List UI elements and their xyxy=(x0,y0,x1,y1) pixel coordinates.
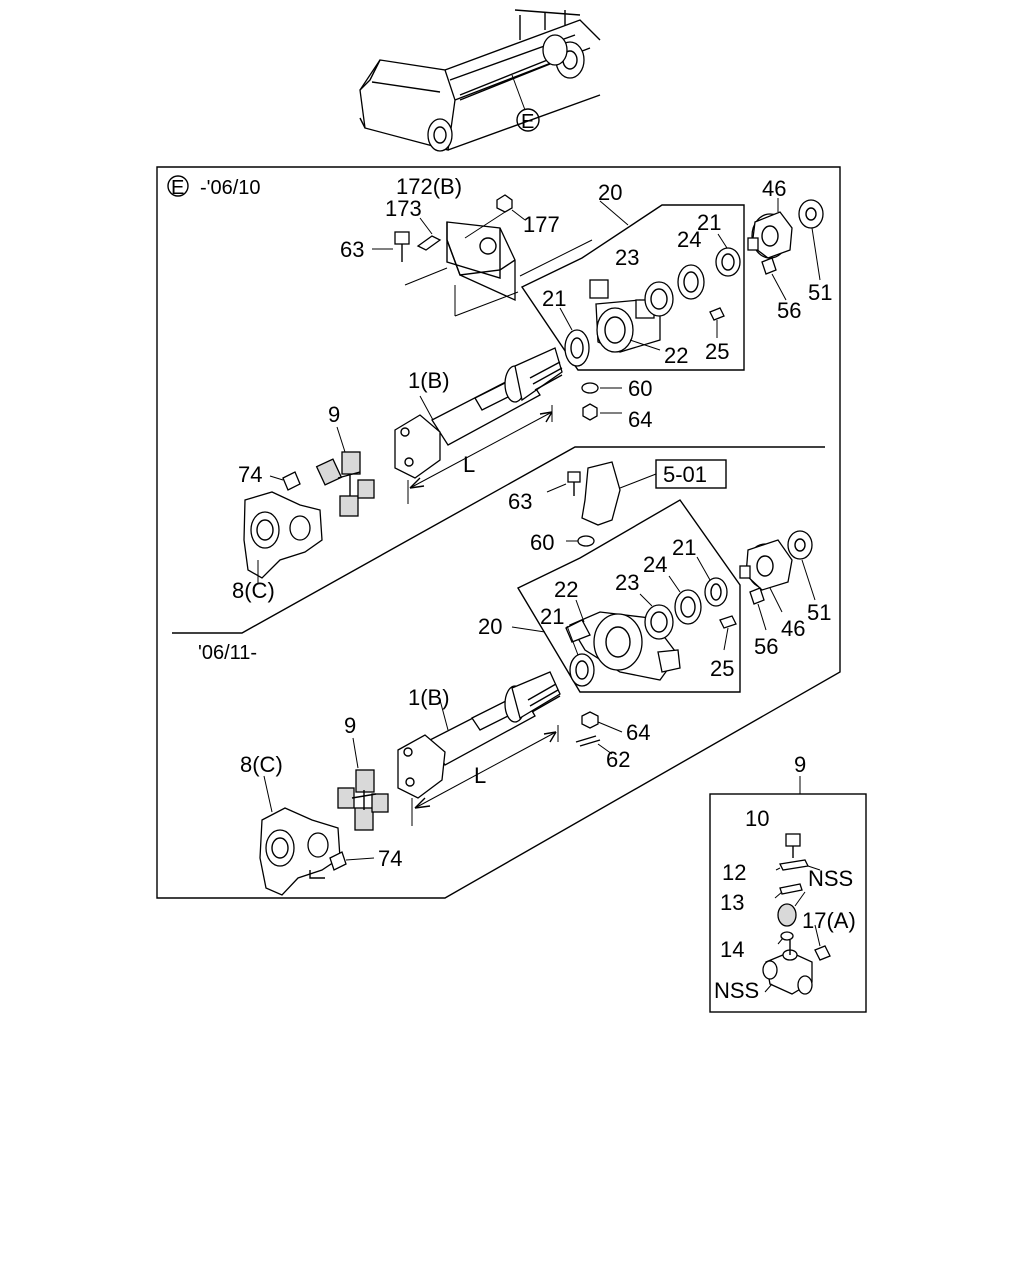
label-60-top: 60 xyxy=(628,376,652,401)
callout-circle xyxy=(516,108,540,132)
detail-u-joint-kit xyxy=(709,776,867,1013)
label-62-bottom: 62 xyxy=(606,747,630,772)
detail-label-nss-top: NSS xyxy=(808,866,853,891)
label-L-top: L xyxy=(463,452,475,477)
label-23-top: 23 xyxy=(615,245,639,270)
detail-label-10: 10 xyxy=(745,806,769,831)
label-9-top: 9 xyxy=(328,402,340,427)
label-60-bottom: 60 xyxy=(530,530,554,555)
detail-title: 9 xyxy=(794,752,806,777)
label-51-top: 51 xyxy=(808,280,832,305)
label-51-bottom: 51 xyxy=(807,600,831,625)
label-L-bottom: L xyxy=(474,763,486,788)
label-1b-top: 1(B) xyxy=(408,368,450,393)
detail-label-12: 12 xyxy=(722,860,746,885)
section-divider xyxy=(172,446,825,634)
label-173: 173 xyxy=(385,196,422,221)
label-23-bottom: 23 xyxy=(615,570,639,595)
label-56-bottom: 56 xyxy=(754,634,778,659)
section-top-symbol: E xyxy=(171,177,184,199)
label-8c-bottom: 8(C) xyxy=(240,752,283,777)
reference-box-label[interactable]: 5-01 xyxy=(663,462,707,487)
label-9-bottom: 9 xyxy=(344,713,356,738)
label-172b: 172(B) xyxy=(396,174,462,199)
label-20-bottom: 20 xyxy=(478,614,502,639)
label-24-bottom: 24 xyxy=(643,552,667,577)
label-25-top: 25 xyxy=(705,339,729,364)
label-22-top: 22 xyxy=(664,343,688,368)
section-bottom-header: '06/11- xyxy=(198,642,257,664)
detail-label-14: 14 xyxy=(720,937,744,962)
label-21b-top: 21 xyxy=(697,210,721,235)
label-74-top: 74 xyxy=(238,462,262,487)
detail-label-17a: 17(A) xyxy=(802,908,856,933)
label-63-bottom: 63 xyxy=(508,489,532,514)
label-64-bottom: 64 xyxy=(626,720,650,745)
label-1b-bottom: 1(B) xyxy=(408,685,450,710)
label-25-bottom: 25 xyxy=(710,656,734,681)
label-46-bottom: 46 xyxy=(781,616,805,641)
label-21a-bottom: 21 xyxy=(540,604,564,629)
label-21a-top: 21 xyxy=(542,286,566,311)
label-21b-bottom: 21 xyxy=(672,535,696,560)
detail-label-nss-bottom: NSS xyxy=(714,978,759,1003)
label-177: 177 xyxy=(523,212,560,237)
label-22-bottom: 22 xyxy=(554,577,578,602)
label-64-top: 64 xyxy=(628,407,652,432)
overview-callout-label: E xyxy=(521,111,534,133)
detail-label-13: 13 xyxy=(720,890,744,915)
label-20-top: 20 xyxy=(598,180,622,205)
bottom-assembly xyxy=(259,459,816,896)
truck-overview-illustration: E xyxy=(359,9,601,152)
top-assembly xyxy=(243,194,824,584)
label-46-top: 46 xyxy=(762,176,786,201)
detail-frame xyxy=(709,793,867,1013)
label-74-bottom: 74 xyxy=(378,846,402,871)
label-63-top: 63 xyxy=(340,237,364,262)
label-8c-top: 8(C) xyxy=(232,578,275,603)
main-frame xyxy=(156,166,841,899)
label-56-top: 56 xyxy=(777,298,801,323)
label-24-top: 24 xyxy=(677,227,701,252)
section-top-header: -'06/10 xyxy=(200,177,261,199)
